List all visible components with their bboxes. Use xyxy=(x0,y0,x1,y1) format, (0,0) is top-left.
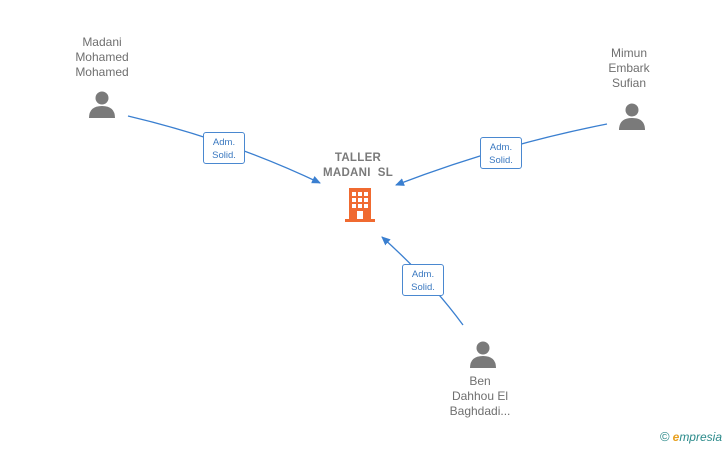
person-name-madani[interactable]: Madani Mohamed Mohamed xyxy=(75,35,129,79)
person-name-mimun[interactable]: Mimun Embark Sufian xyxy=(608,46,650,90)
brand-initial: e xyxy=(672,429,680,444)
footer-brand: © empresia xyxy=(660,429,722,444)
role-badge-ben[interactable]: Adm. Solid. xyxy=(402,264,444,296)
company-name[interactable]: TALLER MADANI SL xyxy=(322,152,394,179)
brand-name: mpresia xyxy=(679,429,722,444)
person-icon[interactable] xyxy=(468,339,498,374)
person-icon[interactable] xyxy=(87,89,117,124)
brand-logo: empresia xyxy=(673,430,722,444)
building-icon[interactable] xyxy=(344,187,376,228)
role-badge-madani[interactable]: Adm. Solid. xyxy=(203,132,245,164)
copyright-icon: © xyxy=(660,429,670,444)
person-icon[interactable] xyxy=(617,101,647,136)
person-name-ben[interactable]: Ben Dahhou El Baghdadi... xyxy=(449,374,511,418)
role-badge-mimun[interactable]: Adm. Solid. xyxy=(480,137,522,169)
